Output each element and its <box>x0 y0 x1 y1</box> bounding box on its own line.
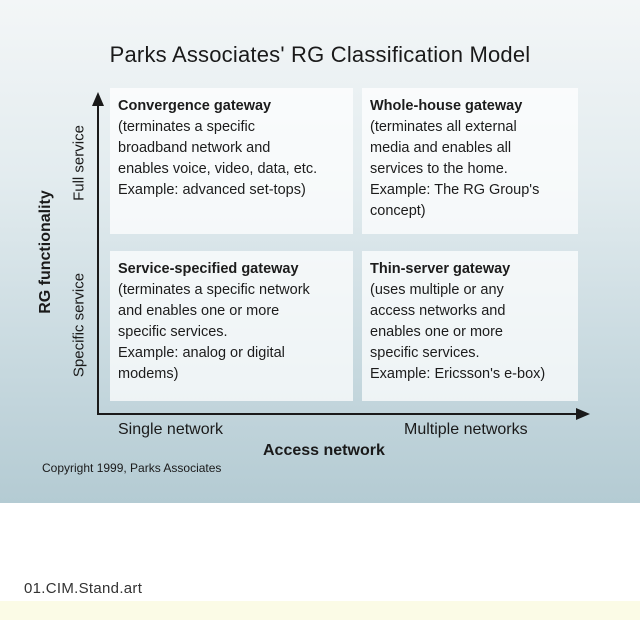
x-axis-arrowhead <box>576 408 590 420</box>
copyright-notice: Copyright 1999, Parks Associates <box>42 461 222 475</box>
quadrant-thin-server-gateway: Thin-server gateway (uses multiple or an… <box>362 251 578 401</box>
bottom-band <box>0 601 640 620</box>
y-tick-full-service: Full service <box>70 125 88 201</box>
quadrant-title: Whole-house gateway <box>370 98 523 114</box>
x-axis-label: Access network <box>263 442 385 459</box>
quadrant-description: (terminates all external media and enabl… <box>370 119 540 219</box>
y-axis-label: RG functionality <box>37 190 54 314</box>
diagram-title: Parks Associates' RG Classification Mode… <box>109 42 531 67</box>
x-tick-single-network: Single network <box>118 421 223 438</box>
y-tick-specific-service: Specific service <box>70 272 88 378</box>
quadrant-convergence-gateway: Convergence gateway (terminates a specif… <box>110 88 353 234</box>
quadrant-title: Thin-server gateway <box>370 261 511 277</box>
y-axis-arrowhead <box>92 92 104 106</box>
x-tick-multiple-networks: Multiple networks <box>404 421 528 438</box>
diagram-panel: Parks Associates' RG Classification Mode… <box>0 0 640 503</box>
quadrant-service-specified-gateway: Service-specified gateway (terminates a … <box>110 251 353 401</box>
quadrant-description: (terminates a specific broadband network… <box>118 119 318 198</box>
quadrant-description: (uses multiple or any access networks an… <box>370 282 546 382</box>
quadrant-description: (terminates a specific network and enabl… <box>118 282 310 382</box>
quadrant-title: Convergence gateway <box>118 98 272 114</box>
file-name-caption: 01.CIM.Stand.art <box>24 580 143 597</box>
axes-graphic <box>92 92 590 420</box>
quadrant-title: Service-specified gateway <box>118 261 299 277</box>
quadrant-whole-house-gateway: Whole-house gateway (terminates all exte… <box>362 88 578 234</box>
